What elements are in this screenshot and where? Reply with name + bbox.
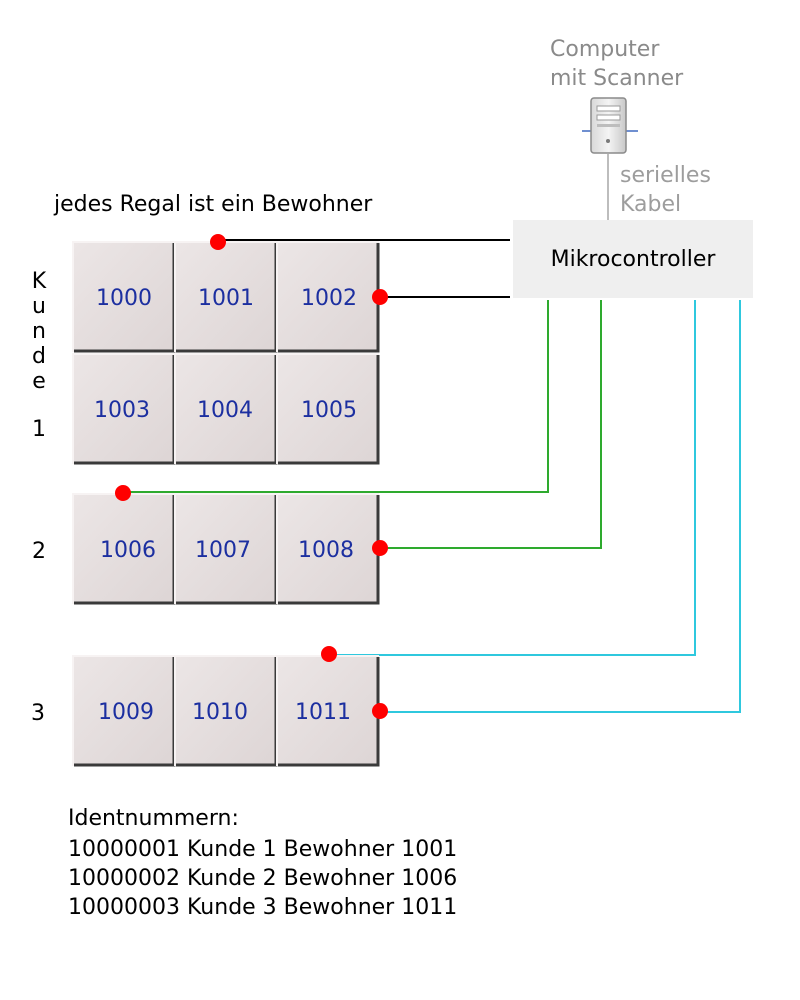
kunde-2-label: 2 [32, 539, 46, 564]
svg-text:d: d [32, 344, 46, 369]
shelf-cell: 1000 [72, 241, 176, 353]
microcontroller-label: Mikrocontroller [551, 247, 717, 272]
ident-line-2: 10000002 Kunde 2 Bewohner 1006 [68, 866, 457, 891]
diagram-title: jedes Regal ist ein Bewohner [53, 192, 373, 217]
kunde-1-label: K u n d e 1 [32, 269, 47, 442]
kunde-3-label: 3 [31, 701, 45, 726]
shelf-cell-label: 1006 [100, 538, 156, 563]
svg-text:e: e [32, 369, 46, 394]
shelf-cell: 1005 [276, 353, 380, 465]
shelf-cell: 1004 [174, 353, 278, 465]
shelf-cell-label: 1008 [298, 538, 354, 563]
connection-dot-1006 [115, 485, 131, 501]
connection-dot-1002 [372, 289, 388, 305]
wire-cyan-1011-top [329, 300, 696, 656]
cable-label-line2: Kabel [620, 192, 681, 217]
computer-label-line2: mit Scanner [550, 66, 684, 91]
shelf-cell: 1006 [72, 493, 176, 605]
shelf-cell-label: 1004 [197, 398, 253, 423]
shelf-cell-label: 1010 [192, 700, 248, 725]
shelf-cell: 1007 [174, 493, 278, 605]
shelf-cell: 1009 [72, 655, 176, 767]
shelf-cell-label: 1001 [198, 286, 254, 311]
shelf-cell: 1002 [276, 241, 380, 353]
shelf-cell-label: 1009 [98, 700, 154, 725]
wire-green-1008 [380, 300, 602, 549]
connection-dot-1001 [210, 234, 226, 250]
svg-text:u: u [32, 294, 46, 319]
wire-cyan-1011-side [380, 300, 741, 713]
wire-green-1006 [123, 300, 549, 493]
shelf-cell-label: 1000 [96, 286, 152, 311]
ident-line-1: 10000001 Kunde 1 Bewohner 1001 [68, 837, 457, 862]
shelf-grid: 1000 1001 1002 1003 1004 1005 1006 1007 1008 1009… [72, 241, 380, 767]
connection-dot-1011-side [372, 703, 388, 719]
ident-line-3: 10000003 Kunde 3 Bewohner 1011 [68, 895, 457, 920]
shelf-cell-label: 1003 [94, 398, 150, 423]
connection-dot-1011-top [321, 646, 337, 662]
shelf-cell-label: 1011 [295, 700, 351, 725]
svg-text:n: n [32, 319, 46, 344]
microcontroller-box: Mikrocontroller [513, 220, 753, 298]
shelf-cell: 1010 [174, 655, 278, 767]
computer-label-line1: Computer [550, 37, 660, 62]
connection-dot-1008 [372, 540, 388, 556]
shelf-cell-label: 1002 [301, 286, 357, 311]
shelf-cell-label: 1007 [195, 538, 251, 563]
cable-label-line1: serielles [620, 163, 711, 188]
shelf-cell: 1003 [72, 353, 176, 465]
computer-tower-icon [582, 97, 638, 154]
ident-title: Identnummern: [68, 806, 239, 831]
shelf-cell: 1001 [174, 241, 278, 353]
svg-text:1: 1 [32, 417, 46, 442]
shelf-cell: 1008 [276, 493, 380, 605]
svg-text:K: K [32, 269, 47, 294]
shelf-cell: 1011 [276, 655, 380, 767]
shelf-cell-label: 1005 [301, 398, 357, 423]
